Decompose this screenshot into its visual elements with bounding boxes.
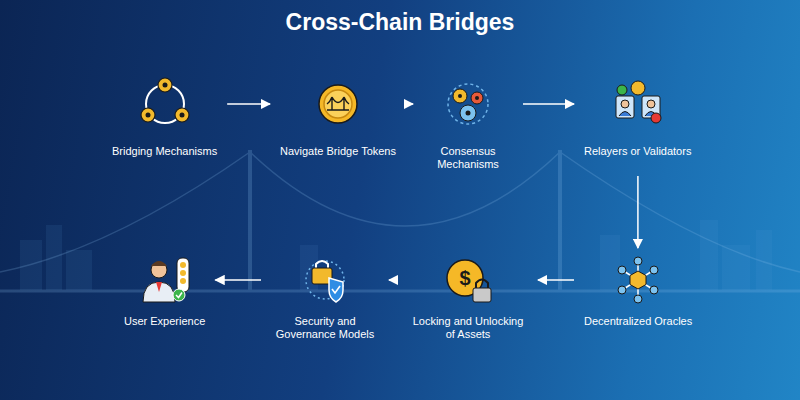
diagram-title: Cross-Chain Bridges [0, 9, 800, 36]
step-label: Relayers or Validators [584, 145, 691, 158]
step-label: Security and Governance Models [271, 315, 379, 341]
flow-step: Security and Governance Models [267, 252, 383, 341]
coin-lock-icon: $ [447, 260, 491, 302]
icon-space [320, 252, 330, 315]
icon-space [333, 79, 343, 145]
step-label: Consensus Mechanisms [423, 145, 513, 171]
flow-step: Bridging Mechanisms [108, 79, 221, 158]
flow-step: Decentralized Oracles [580, 252, 696, 328]
icon-space [633, 79, 643, 145]
shield-lock-icon [306, 261, 344, 302]
gear-cycle-icon [141, 78, 189, 123]
step-label: Navigate Bridge Tokens [280, 145, 396, 158]
city-skyline [20, 220, 772, 290]
step-label: Bridging Mechanisms [112, 145, 217, 158]
flow-arrow [389, 279, 398, 281]
flow-arrow [538, 279, 574, 281]
flow-arrow [523, 103, 574, 105]
icon-space [160, 79, 170, 145]
suspension-bridge [0, 150, 800, 291]
flow-step: Relayers or Validators [580, 79, 695, 158]
icon-space [633, 252, 643, 315]
gear-cluster-icon [448, 84, 488, 124]
icon-space [463, 79, 473, 145]
user-rating-icon [143, 258, 189, 302]
flow-step: User Experience [120, 252, 209, 328]
flow-step: Consensus Mechanisms [419, 79, 517, 171]
flow-step: Locking and Unlocking of Assets [404, 252, 532, 341]
step-label: Decentralized Oracles [584, 315, 692, 328]
svg-text:$: $ [459, 267, 470, 289]
step-label: User Experience [124, 315, 205, 328]
validators-icon [616, 81, 661, 123]
flow-arrow [406, 103, 413, 105]
bridge-coin-icon [319, 85, 357, 123]
flow-step: Navigate Bridge Tokens [276, 79, 400, 158]
step-label: Locking and Unlocking of Assets [408, 315, 528, 341]
flow-arrow [215, 279, 261, 281]
icon-space [160, 252, 170, 315]
flow-arrow [227, 103, 270, 105]
icon-space [463, 252, 473, 315]
flow-arrow [637, 176, 639, 248]
oracle-network-icon [618, 257, 658, 303]
